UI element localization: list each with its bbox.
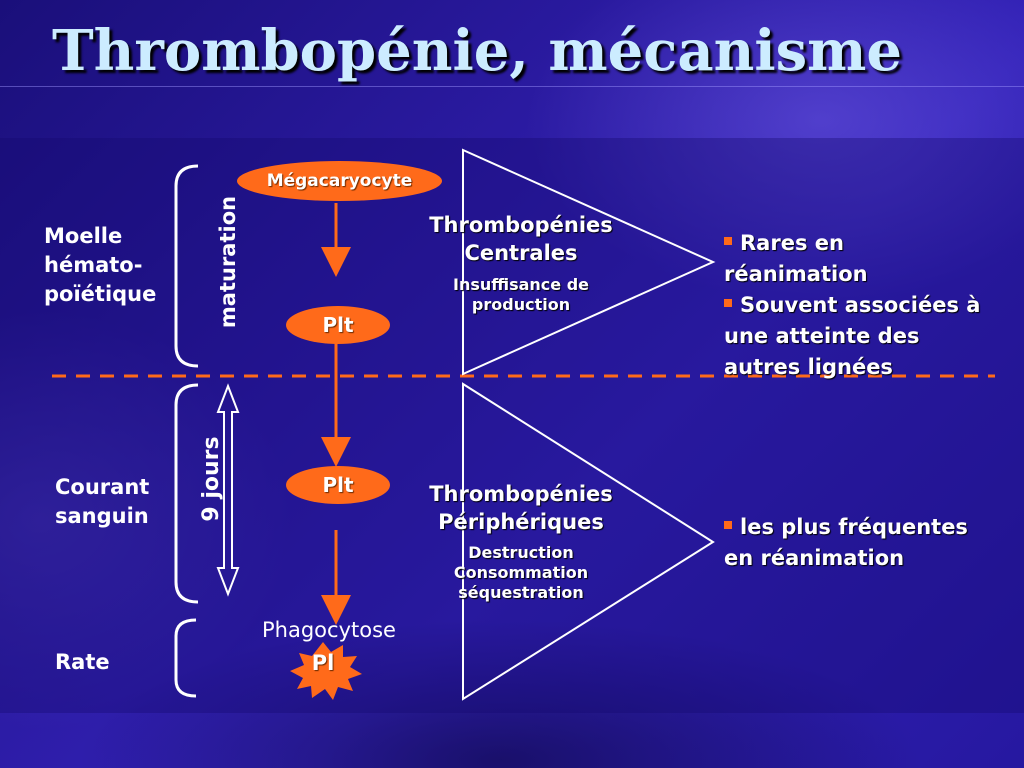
- central-bullet-2-line-1: Souvent associées à: [740, 293, 981, 317]
- bracket-rate: [174, 618, 197, 698]
- peripheral-sub-line-2: Consommation: [453, 563, 589, 582]
- pl-label: Pl: [311, 651, 335, 675]
- peripheral-bullet-1: les plus fréquentes en réanimation: [724, 512, 968, 574]
- peripheral-title-line-1: Thrombopénies: [429, 482, 613, 506]
- peripheral-bullet-1-line-2: en réanimation: [724, 546, 905, 570]
- bullet-square-icon: [724, 521, 732, 529]
- central-sub-line-2: production: [471, 295, 571, 314]
- megacaryocyte-node: Mégacaryocyte: [237, 161, 442, 201]
- central-bullet-1-line-1: Rares en: [740, 231, 844, 255]
- bullet-square-icon: [724, 299, 732, 307]
- central-title-line-1: Thrombopénies: [429, 213, 613, 237]
- central-subtitle: Insuffisance de production: [411, 275, 631, 315]
- duration-label: 9 jours: [199, 436, 224, 522]
- central-bullets: Rares en réanimation Souvent associées à…: [724, 228, 980, 383]
- phagocytose-label: Phagocytose: [262, 618, 396, 642]
- central-bullet-1-line-2: réanimation: [724, 262, 868, 286]
- central-title: Thrombopénies Centrales: [411, 211, 631, 267]
- region-moelle-line-2: hémato-: [44, 253, 143, 277]
- central-bullet-1: Rares en réanimation: [724, 228, 980, 290]
- peripheral-subtitle: Destruction Consommation séquestration: [411, 543, 631, 603]
- peripheral-sub-line-1: Destruction: [468, 543, 574, 562]
- duration-double-arrow: [216, 383, 240, 597]
- peripheral-bullets: les plus fréquentes en réanimation: [724, 512, 968, 574]
- triangle-central: [462, 148, 716, 376]
- region-moelle: Moelle hémato- poïétique: [44, 222, 156, 309]
- phagocytose-burst: [290, 642, 362, 700]
- central-bullet-2-line-3: autres lignées: [724, 355, 893, 379]
- peripheral-sub-line-3: séquestration: [458, 583, 584, 602]
- region-courant-line-1: Courant: [55, 475, 150, 499]
- content-panel: [0, 138, 1024, 713]
- central-sub-line-1: Insuffisance de: [452, 275, 590, 294]
- triangle-peripheral: [462, 382, 715, 701]
- bracket-moelle: [174, 164, 199, 368]
- plt-node-blood: Plt: [286, 466, 390, 504]
- region-courant-line-2: sanguin: [55, 504, 149, 528]
- title-rule: [0, 86, 1024, 87]
- bracket-courant: [174, 383, 199, 604]
- central-title-line-2: Centrales: [464, 241, 578, 265]
- central-bullet-2: Souvent associées à une atteinte des aut…: [724, 290, 980, 383]
- plt-node-marrow: Plt: [286, 306, 390, 344]
- peripheral-title-line-2: Périphériques: [438, 510, 604, 534]
- region-rate: Rate: [55, 650, 110, 674]
- region-moelle-line-1: Moelle: [44, 224, 123, 248]
- region-courant: Courant sanguin: [55, 473, 149, 531]
- maturation-label: maturation: [216, 195, 240, 329]
- region-moelle-line-3: poïétique: [44, 282, 157, 306]
- page-title: Thrombopénie, mécanisme: [52, 18, 903, 84]
- central-bullet-2-line-2: une atteinte des: [724, 324, 920, 348]
- peripheral-title: Thrombopénies Périphériques: [411, 480, 631, 536]
- bullet-square-icon: [724, 237, 732, 245]
- peripheral-bullet-1-line-1: les plus fréquentes: [740, 515, 968, 539]
